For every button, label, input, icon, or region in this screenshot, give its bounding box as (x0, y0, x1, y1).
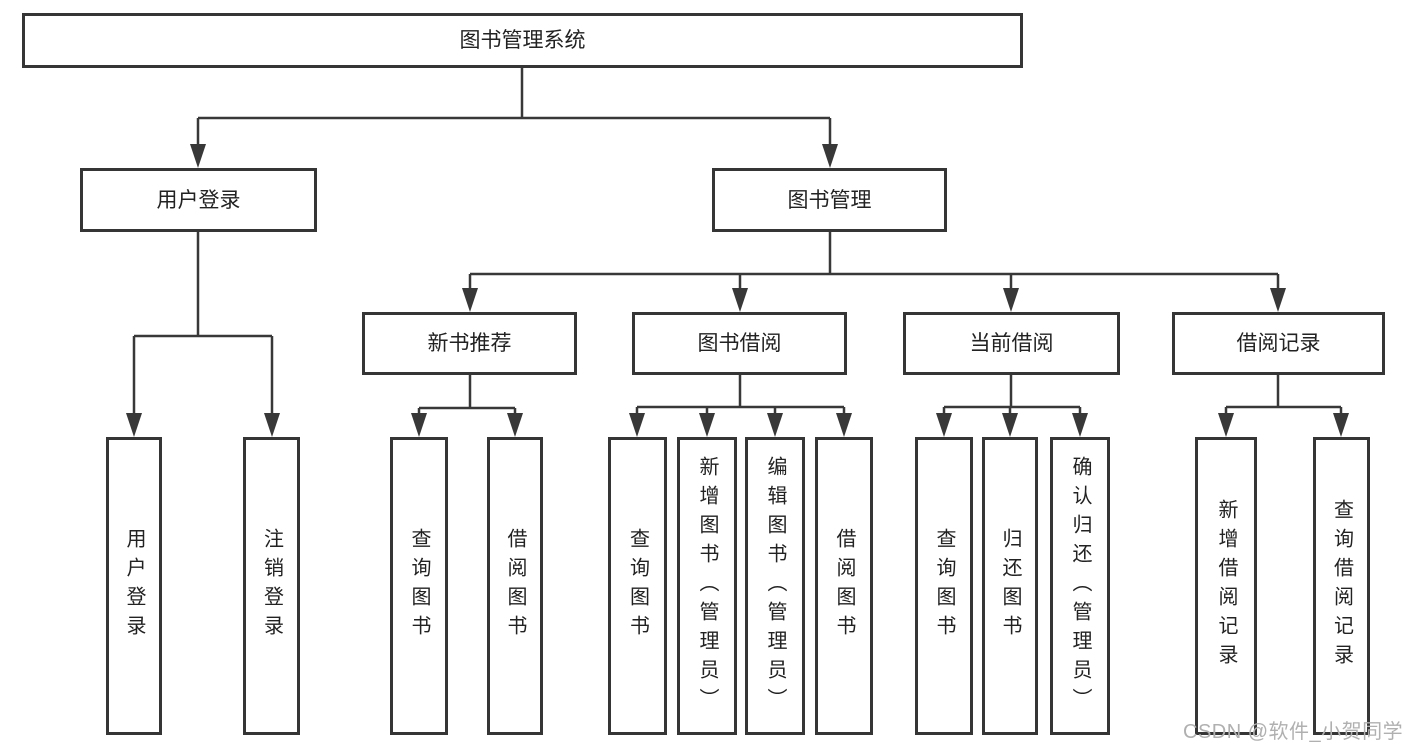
leaf-add-books-admin: 新增图书（管理员） (677, 437, 737, 735)
leaf-borrow-books-1: 借阅图书 (487, 437, 543, 735)
connector-root-to-level2 (190, 68, 838, 168)
node-label: 查询借阅记录 (1330, 499, 1353, 673)
node-label: 当前借阅 (969, 332, 1054, 355)
leaf-user-login: 用户登录 (106, 437, 162, 735)
node-label: 用户登录 (123, 528, 145, 644)
arrow-down-icon (1270, 288, 1286, 312)
arrow-down-icon (1218, 413, 1234, 437)
arrow-down-icon (462, 288, 478, 312)
node-label: 借阅图书 (833, 528, 855, 644)
arrow-down-icon (767, 413, 783, 437)
node-label: 归还图书 (999, 528, 1021, 644)
connector-new-book-branch (411, 375, 523, 437)
connector-current-borrowing-branch (936, 375, 1088, 437)
leaf-add-borrow-record: 新增借阅记录 (1195, 437, 1257, 735)
arrow-down-icon (629, 413, 645, 437)
node-label: 借阅图书 (504, 528, 526, 644)
leaf-query-books-1: 查询图书 (390, 437, 448, 735)
node-label: 图书管理系统 (459, 29, 586, 52)
connector-user-login-branch (126, 232, 280, 437)
arrow-down-icon (507, 413, 523, 437)
node-new-book-recommendation: 新书推荐 (362, 312, 577, 375)
arrow-down-icon (732, 288, 748, 312)
leaf-query-books-2: 查询图书 (608, 437, 667, 735)
node-borrowing-records: 借阅记录 (1172, 312, 1385, 375)
node-label: 注销登录 (260, 528, 283, 644)
node-book-borrowing: 图书借阅 (632, 312, 847, 375)
node-label: 借阅记录 (1236, 332, 1321, 355)
arrow-down-icon (936, 413, 952, 437)
arrow-down-icon (699, 413, 715, 437)
csdn-watermark: CSDN @软件_小贺同学 (1183, 721, 1404, 743)
node-label: 用户登录 (156, 188, 241, 212)
connector-book-management-branch (462, 232, 1286, 312)
connector-book-borrowing-branch (629, 375, 852, 437)
node-label: 确认归还（管理员） (1069, 455, 1091, 717)
arrow-down-icon (822, 144, 838, 168)
leaf-borrow-books-2: 借阅图书 (815, 437, 873, 735)
arrow-down-icon (126, 413, 142, 437)
leaf-return-books: 归还图书 (982, 437, 1038, 735)
node-label: 新增借阅记录 (1215, 499, 1237, 673)
node-label: 查询图书 (933, 528, 955, 644)
leaf-query-books-3: 查询图书 (915, 437, 973, 735)
node-label: 图书管理 (787, 188, 872, 212)
node-label: 查询图书 (408, 528, 430, 644)
arrow-down-icon (264, 413, 280, 437)
arrow-down-icon (836, 413, 852, 437)
node-book-management: 图书管理 (712, 168, 947, 232)
leaf-query-borrow-record: 查询借阅记录 (1313, 437, 1370, 735)
node-label: 新增图书（管理员） (696, 455, 718, 717)
node-library-management-system: 图书管理系统 (22, 13, 1023, 68)
node-user-login: 用户登录 (80, 168, 317, 232)
leaf-confirm-return-admin: 确认归还（管理员） (1050, 437, 1110, 735)
arrow-down-icon (1002, 413, 1018, 437)
arrow-down-icon (190, 144, 206, 168)
node-current-borrowing: 当前借阅 (903, 312, 1120, 375)
connector-borrowing-records-branch (1218, 375, 1349, 437)
leaf-logout-login: 注销登录 (243, 437, 300, 735)
node-label: 图书借阅 (697, 332, 782, 355)
leaf-edit-books-admin: 编辑图书（管理员） (745, 437, 805, 735)
arrow-down-icon (1003, 288, 1019, 312)
arrow-down-icon (411, 413, 427, 437)
node-label: 查询图书 (626, 528, 649, 644)
node-label: 编辑图书（管理员） (764, 455, 786, 717)
node-label: 新书推荐 (427, 332, 512, 355)
arrow-down-icon (1333, 413, 1349, 437)
arrow-down-icon (1072, 413, 1088, 437)
